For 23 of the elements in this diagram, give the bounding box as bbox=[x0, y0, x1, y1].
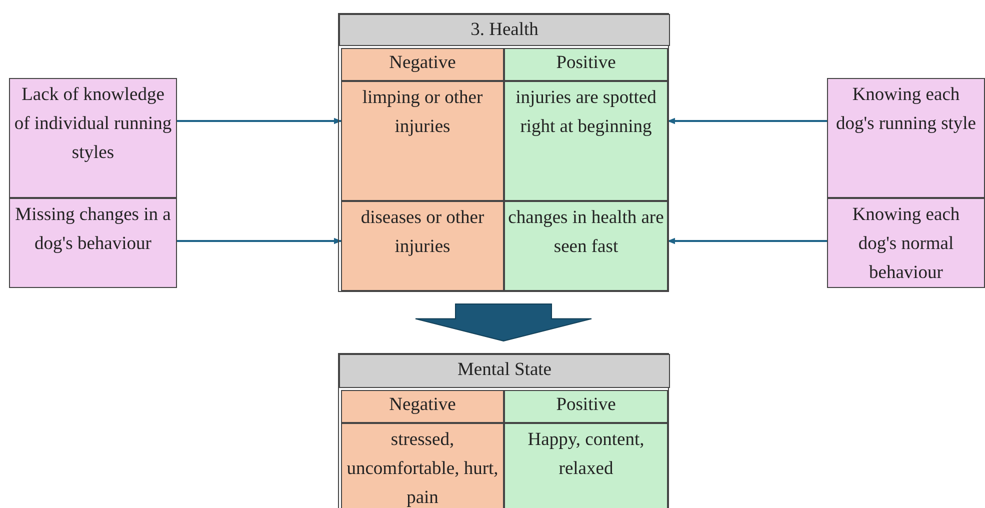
positive-cell: Positive bbox=[504, 48, 668, 81]
factor-box: Knowing each dog's running style bbox=[827, 78, 985, 198]
negative-cell: Negative bbox=[341, 48, 504, 81]
positive-cell: Positive bbox=[504, 390, 668, 423]
block-arrow bbox=[415, 304, 592, 342]
arrow bbox=[177, 118, 342, 124]
factor-box: Knowing each dog's normal behaviour bbox=[827, 198, 985, 288]
positive-cell: changes in health are seen fast bbox=[504, 201, 668, 291]
negative-cell: limping or other injuries bbox=[341, 81, 504, 201]
factor-box: Lack of knowledge of individual running styles bbox=[9, 78, 177, 198]
arrow bbox=[667, 118, 827, 124]
table-title: Mental State bbox=[339, 354, 670, 388]
positive-cell: Happy, content, relaxed bbox=[504, 423, 668, 508]
welfare-table bbox=[338, 13, 669, 292]
table-title: 3. Health bbox=[339, 14, 670, 46]
factor-box: Missing changes in a dog's behaviour bbox=[9, 198, 177, 288]
arrow bbox=[177, 238, 342, 244]
negative-cell: diseases or other injuries bbox=[341, 201, 504, 291]
negative-cell: Negative bbox=[341, 390, 504, 423]
arrow bbox=[667, 238, 827, 244]
negative-cell: stressed, uncomfortable, hurt, pain bbox=[341, 423, 504, 508]
welfare-table bbox=[338, 353, 669, 508]
positive-cell: injuries are spotted right at beginning bbox=[504, 81, 668, 201]
